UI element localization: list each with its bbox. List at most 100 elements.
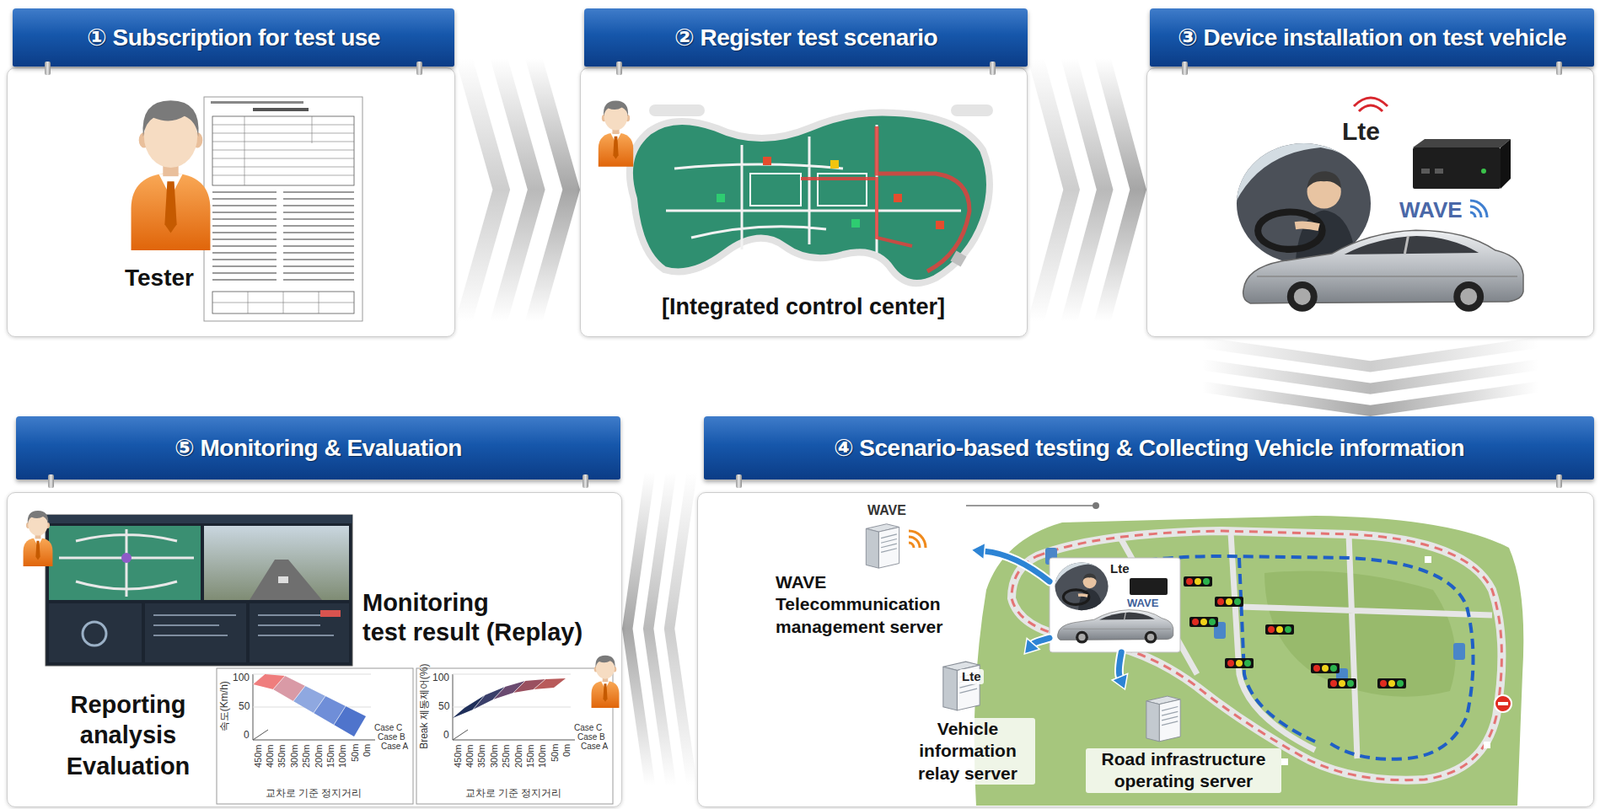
illustration-part [249,559,323,601]
server-label: WAVE Telecommunication management server [775,571,943,639]
axis-title: 교차로 기준 정지거리 [265,787,363,800]
test-vehicle [1243,230,1524,312]
illustration-part [1092,502,1100,510]
process-panel: ② Register test scenario [579,8,1028,338]
chevron-arrow [1202,381,1538,417]
application-form [204,96,363,322]
arrow-heads [971,542,986,560]
axis-tick: 0m [361,744,373,758]
process-panel: ① Subscription for test use [6,8,456,338]
illustration-part [452,695,485,719]
connector [455,58,580,322]
illustration-part [1483,741,1491,749]
operator-icon [23,510,54,567]
connector-halo [1033,638,1050,645]
series-label: Case C [574,723,602,734]
header-pin [48,474,54,489]
illustration-part [153,615,338,636]
connector [622,472,698,785]
connector [1111,652,1128,690]
header-pin [1181,61,1188,76]
axis-tick: 100m [536,744,548,768]
illustration-part [1224,658,1254,669]
illustration-part [1281,758,1289,766]
illustration-part [212,190,355,285]
illustration-part [252,674,346,725]
server-node: LteVehicle information relay server [900,654,1036,795]
illustration-part [252,107,309,112]
test-bed-map [966,502,1524,806]
header-pin [416,61,423,76]
connector [1024,638,1050,655]
brake-chart [416,668,613,805]
axis-tick: 100 [432,671,450,684]
illustration-part [212,116,355,186]
axis-tick: 50 [238,700,250,713]
illustration-part [1412,147,1501,189]
illustration-part [59,529,194,597]
illustration-part [472,679,546,710]
illustration-part [204,526,349,601]
header-band: ③ Device installation on test vehicle [1149,8,1595,67]
chevron-arrow [1094,58,1147,322]
axis-tick: 150m [525,744,537,768]
arrow-head [1024,638,1040,655]
illustration-part [472,687,505,710]
illustration-part [1264,571,1456,698]
server-label: Vehicle information relay server [900,718,1036,785]
header-band: ⑤ Monitoring & Evaluation [16,416,621,480]
connector-line [1118,652,1122,677]
axis-tick: 250m [500,744,512,768]
illustration-part [48,603,142,663]
connector [1027,58,1147,322]
header-pin [44,61,51,76]
axis-tick: 400m [464,744,476,768]
server-node: WAVEWAVE Telecommunication management se… [768,502,972,639]
series-label: Case B [377,732,406,743]
axis-tick: 50m [349,744,361,763]
axis-title: 교차로 기준 정지거리 [465,787,563,800]
illustration-part [1494,695,1512,713]
axis-tick: 300m [488,744,500,768]
wave-logo: WAVE [1127,596,1159,611]
chevron-arrow [525,58,580,322]
process-panel: ③ Device installation on test vehicle [1146,8,1595,338]
illustration-part [1049,558,1181,653]
illustration-part [320,610,341,618]
illustration-part [1377,678,1407,689]
axis-tick: 200m [513,744,525,768]
illustration-part [935,220,945,230]
illustration-part [974,515,1525,806]
header-pin [1556,474,1563,489]
axis-tick: 150m [325,744,337,768]
axis-tick: 0 [243,729,250,741]
axis-tick: 450m [252,744,264,768]
illustration-part [1057,610,1174,645]
illustration-part [249,603,349,663]
series-label: Case A [580,741,608,752]
illustration-part [204,96,363,322]
illustration-part [1183,576,1213,587]
arrow-head [1111,673,1128,690]
illustration-part [876,126,970,272]
panel-body [6,67,456,338]
illustration-part [533,678,566,690]
header-text: ② Register test scenario [674,23,938,52]
series-label: Case A [381,741,409,752]
axis-title: 속도(Km/h) [218,681,231,732]
illustration-part [48,526,201,601]
illustration-part [716,193,725,203]
wave-server-icon [865,524,899,569]
illustration-part [830,160,839,169]
illustration-part [1011,531,1502,781]
illustration-part [649,104,705,117]
illustration-part [665,124,962,253]
caption-label: [Integrated control center] [661,293,945,321]
illustration-part [1434,168,1444,174]
server-node: Road infrastructure operating server [1085,689,1282,796]
illustration-part [212,291,355,314]
axis-tick: 100 [232,671,250,684]
axis-tick: 0m [561,744,573,758]
actor-label: Tester [124,263,194,293]
illustration-part [893,193,903,203]
